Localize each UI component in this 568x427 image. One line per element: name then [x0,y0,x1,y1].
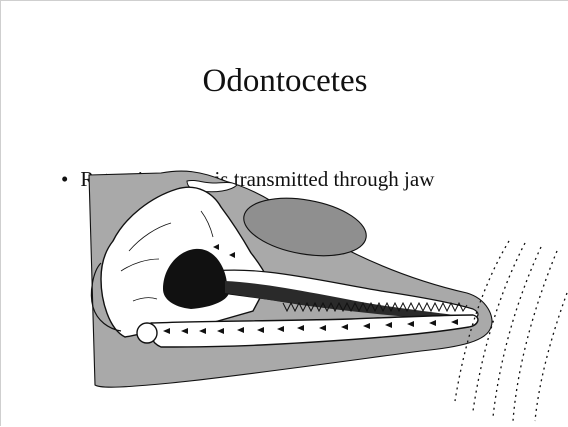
jaw-hinge [137,323,157,343]
